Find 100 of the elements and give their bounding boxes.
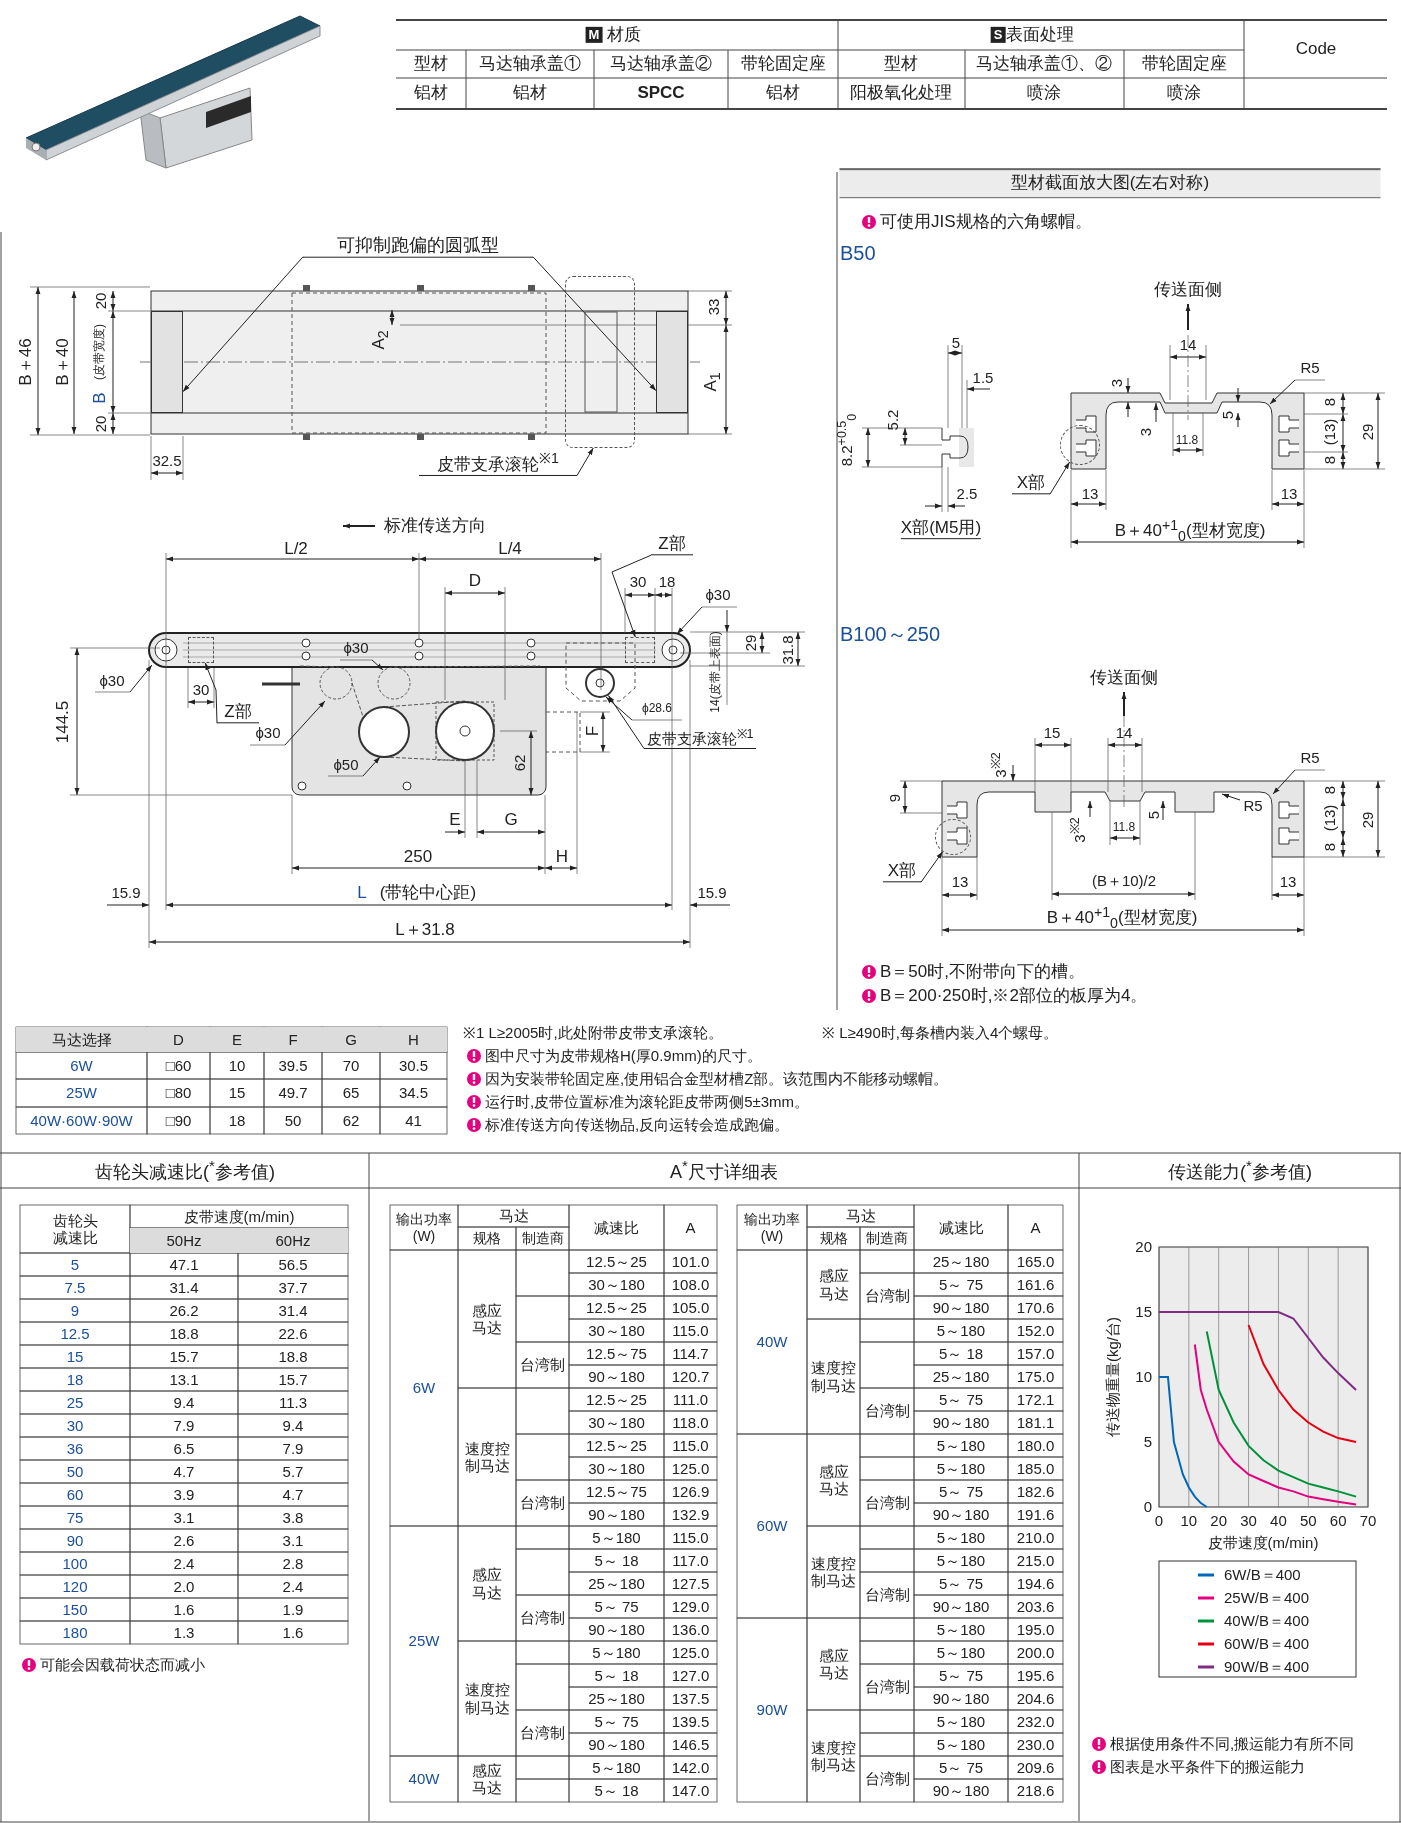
table-value: 18.8 [168, 1323, 200, 1344]
table-value: 7.9 [281, 1438, 305, 1459]
table-value: 18.8 [277, 1346, 309, 1367]
legend-label: 25W/B＝400 [1224, 1589, 1310, 1607]
table-value: 6.5 [172, 1438, 196, 1459]
dimension-value: 5 [1219, 410, 1237, 420]
table-value: 台湾制 [863, 1493, 911, 1514]
dimension-value: 32.5 [152, 452, 182, 470]
dimension-value: 14 [1179, 336, 1197, 354]
table-value: 195.6 [1015, 1665, 1056, 1686]
table-value: 100 [61, 1553, 89, 1574]
tick-label: 20 [1210, 1512, 1228, 1530]
dimension-value: H [555, 847, 569, 867]
table-value: 30～180 [587, 1412, 646, 1433]
dimension-value: (皮带宽度) [93, 324, 107, 380]
dimension-value: 14 [1115, 724, 1133, 742]
column-header: 减速比 [937, 1217, 985, 1238]
dimension-value: B＋40$^{+1}$$_{0}$(型材宽度) [1114, 517, 1266, 545]
table-value: 15.7 [277, 1369, 309, 1390]
table-value: 喷涂 [1167, 83, 1201, 103]
table-value: 9.4 [281, 1415, 305, 1436]
dimension-value: 14(皮带上表面) [709, 631, 723, 713]
column-header: 马达 [844, 1206, 877, 1227]
table-value: 速度控制马达 [463, 1438, 511, 1476]
note-text: 因为安装带轮固定座,使用铝合金型材槽Z部。该范围内不能移动螺帽。 [485, 1070, 949, 1088]
table-value: 146.5 [670, 1734, 711, 1755]
dimension-value: 144.5 [53, 700, 73, 744]
dimension-value: 13 [951, 873, 969, 891]
table-value: 195.0 [1015, 1619, 1056, 1640]
dimension-value: 5 [951, 334, 961, 352]
dimension-value: 29 [742, 634, 760, 652]
dimension-value: 29 [1359, 423, 1377, 441]
note-text: 根据使用条件不同,搬运能力有所不同 [1110, 1735, 1355, 1753]
table-value: 117.0 [671, 1550, 710, 1571]
table-value: 215.0 [1015, 1550, 1056, 1571]
table-value: 120 [61, 1576, 89, 1597]
table-value: 75 [65, 1507, 85, 1528]
dimension-value: (13) [1321, 804, 1339, 832]
table-value: 25～180 [931, 1251, 991, 1272]
table-value: 90 [65, 1530, 85, 1551]
table-value: 12.5～75 [585, 1481, 648, 1502]
table-value: 203.6 [1015, 1596, 1056, 1617]
table-value: 阳极氧化处理 [850, 83, 952, 103]
table-value: 150 [61, 1599, 89, 1620]
table-value: 感应马达 [471, 1565, 503, 1603]
table-value: 台湾制 [863, 1677, 911, 1698]
table-value: 12.5～25 [585, 1297, 648, 1318]
table-value: 台湾制 [863, 1769, 911, 1790]
table-value: 10 [227, 1055, 247, 1076]
table-value: 台湾制 [519, 1723, 566, 1744]
dimension-value: B＋40$^{+1}$$_{0}$(型材宽度) [1046, 904, 1198, 932]
table-value: 126.9 [670, 1481, 711, 1502]
table-value: 118.0 [671, 1412, 710, 1433]
table-value: 1.6 [172, 1599, 196, 1620]
direction-label: 传送面侧 [1090, 668, 1158, 688]
table-value: 139.5 [670, 1711, 711, 1732]
table-value: 台湾制 [863, 1585, 911, 1606]
table-value: 5～ 18 [593, 1780, 640, 1801]
column-header: G [322, 1027, 380, 1052]
dimension-value: 8 [1321, 785, 1339, 795]
table-value: 2.4 [281, 1576, 305, 1597]
dimension-value: 5 [1145, 810, 1163, 820]
dimension-value: ϕ50 [333, 756, 359, 774]
column-header: 马达轴承盖① [479, 54, 581, 74]
panel-title: 传送能力($^{*}$参考值) [1168, 1157, 1312, 1183]
table-value: 137.5 [670, 1688, 711, 1709]
column-header: 规格 [472, 1229, 502, 1249]
table-value: 3.1 [281, 1530, 305, 1551]
table-value: 5～ 75 [937, 1481, 985, 1502]
direction-label: 标准传送方向 [384, 516, 486, 536]
table-value: 114.7 [671, 1343, 710, 1364]
dimension-value: (带轮中心距) [379, 883, 477, 903]
axis-title: 皮带速度(m/min) [1207, 1534, 1319, 1552]
table-value: 5～ 75 [593, 1711, 640, 1732]
dimension-value: L [357, 883, 367, 903]
table-value: 15.7 [168, 1346, 200, 1367]
table-value: 115.0 [671, 1320, 710, 1341]
dimension-value: 3 [1108, 378, 1126, 388]
table-value: 90～180 [931, 1297, 991, 1318]
tick-label: 10 [1135, 1368, 1152, 1386]
table-value: 3.9 [172, 1484, 196, 1505]
table-value: 65 [341, 1083, 361, 1104]
table-value: 15 [65, 1346, 85, 1367]
table-value: 31.4 [168, 1277, 200, 1298]
table-value: 5～180 [591, 1642, 642, 1663]
dimension-value: 8 [1321, 397, 1339, 407]
callout-label: X部 [1012, 473, 1050, 495]
tick-label: 40 [1270, 1512, 1287, 1530]
table-value: 132.9 [670, 1504, 711, 1525]
panel-title: 齿轮头减速比($^{*}$参考值) [95, 1157, 275, 1183]
table-value: 26.2 [168, 1300, 200, 1321]
table-value: 60 [65, 1484, 85, 1505]
table-value: 30～180 [587, 1320, 646, 1341]
table-value: 191.6 [1015, 1504, 1056, 1525]
table-value: 25～180 [587, 1573, 646, 1594]
leader-line [182, 256, 304, 393]
table-value: 6W [69, 1055, 94, 1076]
section-title: 型材截面放大图(左右对称) [839, 168, 1381, 198]
dimension-value: R5 [1300, 749, 1320, 767]
table-value: 125.0 [670, 1642, 711, 1663]
